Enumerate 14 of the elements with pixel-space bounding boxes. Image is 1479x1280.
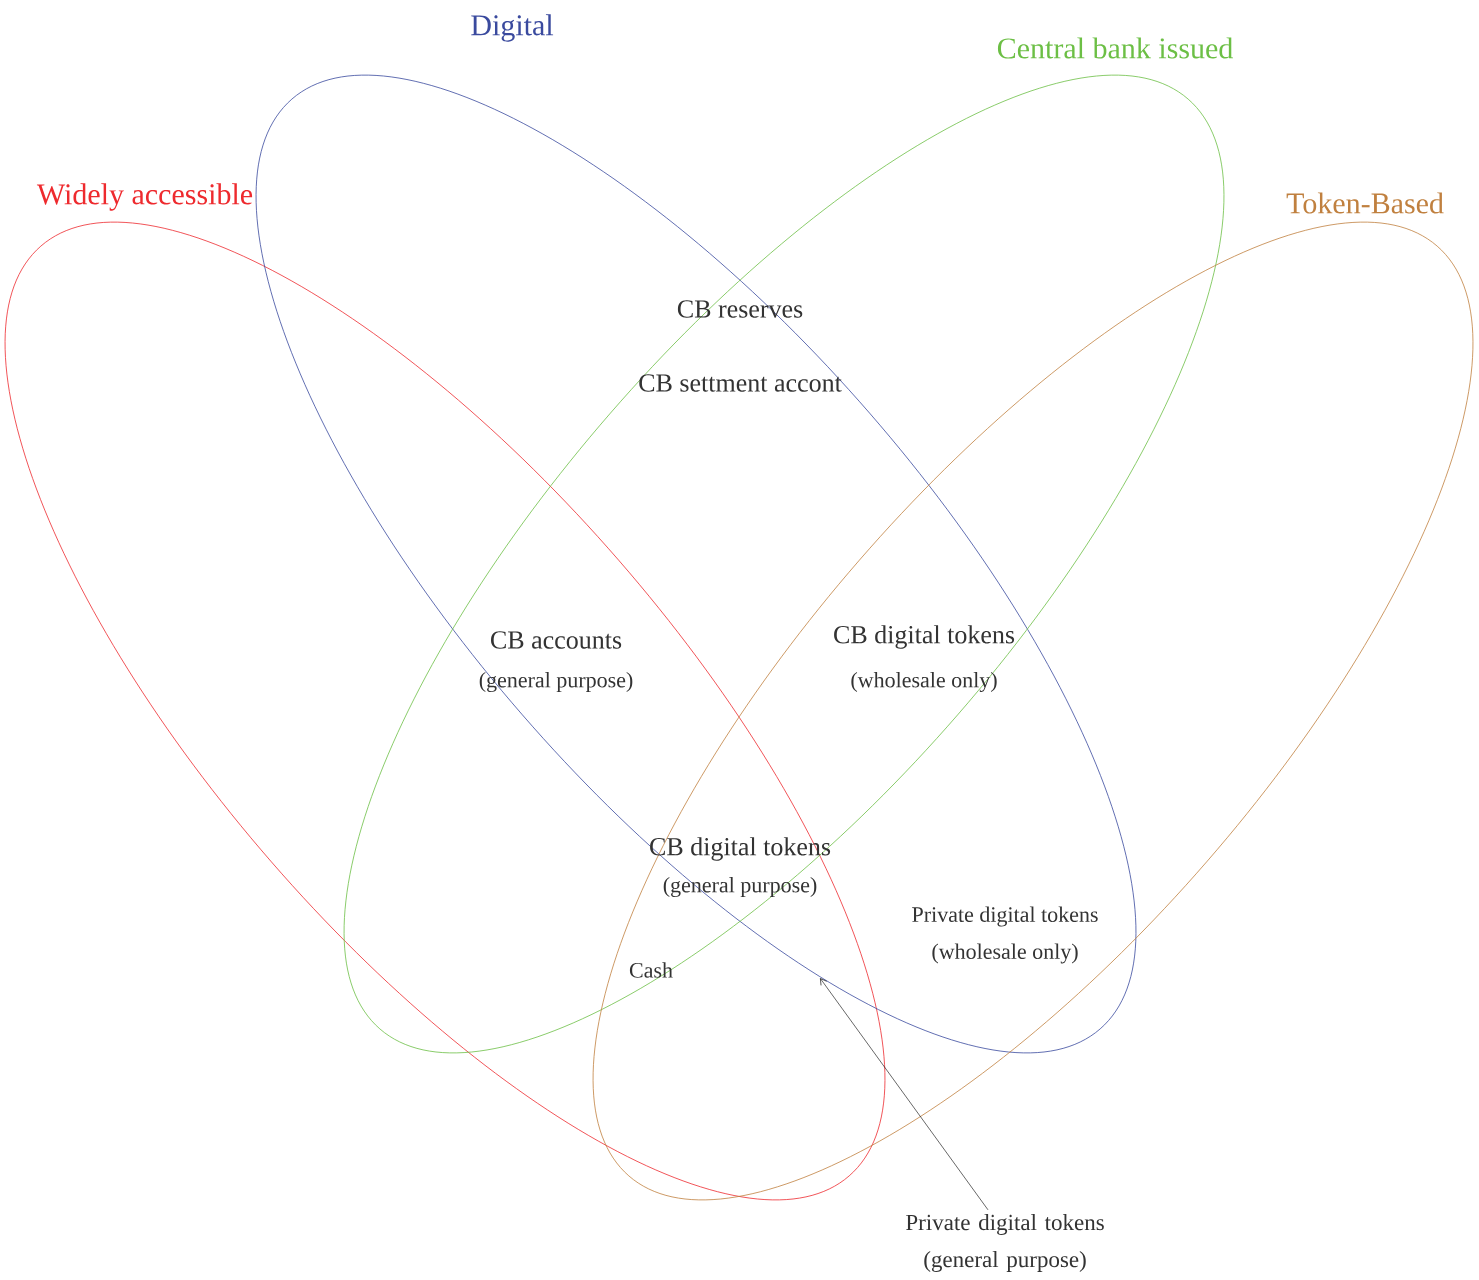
region-label: Private digital tokens (wholesale only) [912, 906, 1098, 964]
set-label: Token-Based [1286, 192, 1444, 214]
annotation-text: Private digital tokens (general purpose) [906, 1214, 1104, 1272]
set-label: Digital [471, 14, 554, 42]
set-label: Widely accessible [36, 183, 253, 211]
region-label: (general purpose) [663, 877, 817, 897]
leader-line [820, 978, 989, 1211]
set-label: Central bank issued [997, 37, 1233, 59]
region-label: Cash [629, 962, 673, 978]
region-label: CB digital tokens [834, 625, 1015, 649]
region-label: CB accounts [491, 631, 622, 649]
region-label: CB settment accont [639, 374, 842, 392]
region-label: (general purpose) [479, 672, 633, 692]
region-label: (wholesale only) [851, 672, 997, 692]
